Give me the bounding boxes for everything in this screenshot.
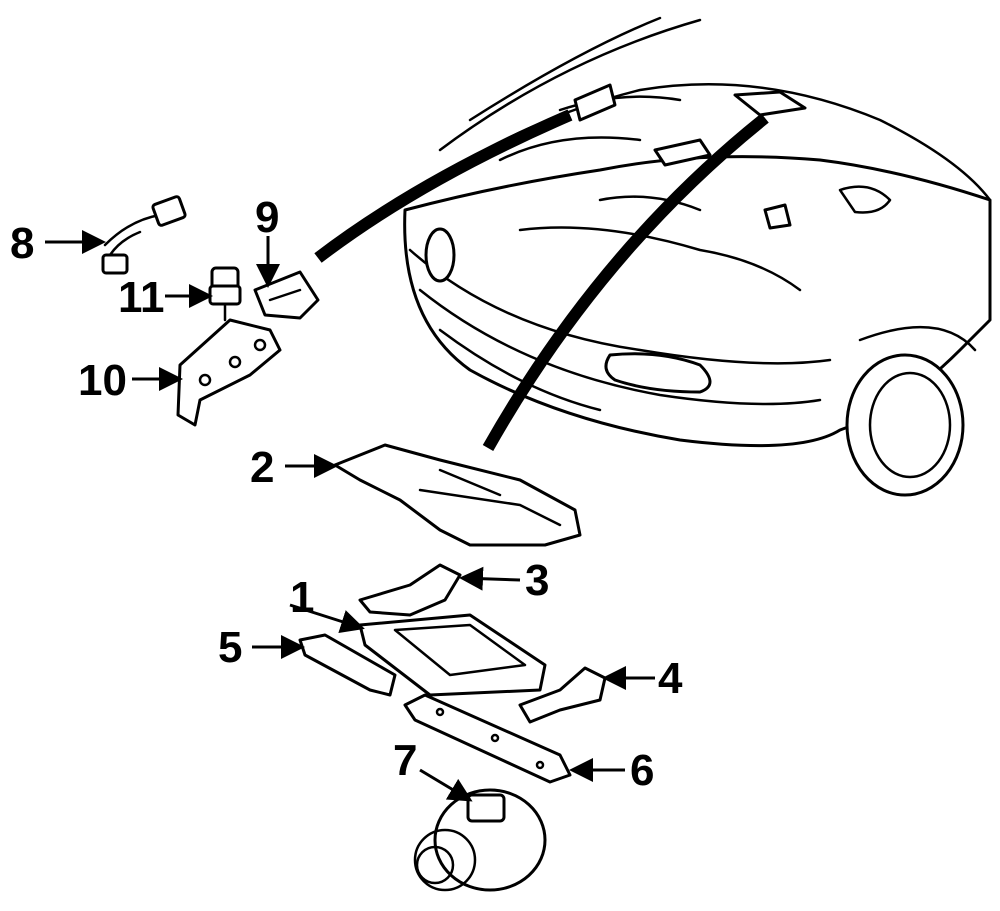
callout-8: 8 [10,219,34,268]
callout-11: 11 [118,273,165,322]
leader-arrows [45,230,655,802]
callout-6: 6 [630,746,654,795]
part-8-harness [101,195,187,275]
part-7-actuator [413,788,547,892]
pointer-line-lower [482,113,769,451]
callout-9: 9 [255,193,279,242]
callout-1: 1 [290,573,314,622]
callout-numbers: 1 2 3 4 5 6 7 8 9 10 11 [10,193,683,795]
part-11-sensor [208,266,242,322]
pointer-line-upper [314,109,573,263]
part-3-bracket [358,563,462,617]
callout-3: 3 [525,556,549,605]
part-2-bracket [333,443,582,547]
part-1-control-module [358,613,547,697]
part-10-bracket [176,318,282,427]
callout-10: 10 [78,356,127,405]
part-9-bracket [253,270,320,320]
callout-5: 5 [218,623,242,672]
part-5-bracket [298,633,397,697]
callout-4: 4 [658,654,683,703]
callout-7: 7 [393,736,417,785]
vehicle-front-illustration [403,16,992,497]
callout-2: 2 [250,443,274,492]
